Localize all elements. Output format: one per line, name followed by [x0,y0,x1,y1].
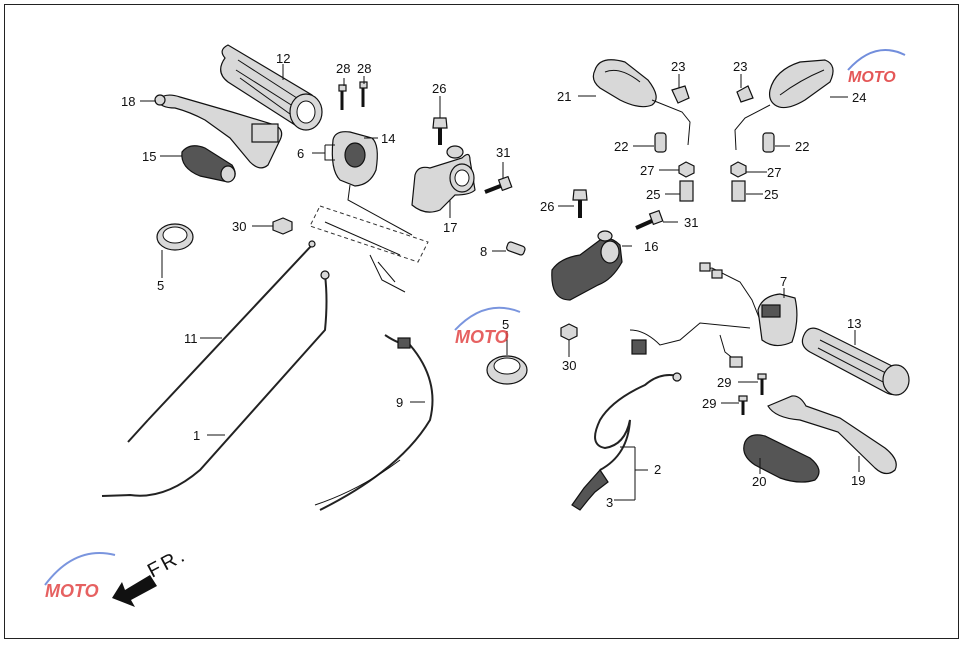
nuts-27 [678,161,747,178]
adapters-25 [679,180,746,202]
watermark-logo-bottom-left: MOTO [44,552,116,601]
clutch-lever [154,94,283,169]
callout-8: 8 [480,244,487,259]
callout-31-left: 31 [496,145,510,160]
callout-13: 13 [847,316,861,331]
mirror-left [592,59,691,146]
callout-20: 20 [752,474,766,489]
callout-25-right: 25 [764,187,778,202]
callout-24: 24 [852,90,866,105]
bolt-26-left [432,117,448,145]
watermark-text-1: MOTO [848,69,896,86]
callout-25-left: 25 [646,187,660,202]
callout-9: 9 [396,395,403,410]
callout-23-right: 23 [733,59,747,74]
diagram-frame [4,4,959,639]
callout-6: 6 [297,146,304,161]
cable-1 [101,270,330,497]
hose-clamp-middle [486,355,528,385]
watermark-text-2: MOTO [455,327,509,347]
mirror-right [734,59,834,151]
watermark-logo-middle: MOTO [454,306,521,347]
callout-5-middle: 5 [502,317,509,332]
callout-30-middle: 30 [562,358,576,373]
cable-9 [314,334,434,511]
callout-2: 2 [654,462,661,477]
callout-27-right: 27 [767,165,781,180]
lever-cover [181,145,236,183]
sleeves-22 [654,132,775,153]
callout-3: 3 [606,495,613,510]
callout-23-left: 23 [671,59,685,74]
callout-5-left: 5 [157,278,164,293]
master-cylinder-right [551,230,623,301]
fitting-8 [506,241,526,256]
lever-cover-right [743,434,820,483]
callout-28-a: 28 [336,61,350,76]
callout-28-b: 28 [357,61,371,76]
leader-lines [140,64,860,474]
callout-29-a: 29 [717,375,731,390]
right-grip [801,327,910,396]
callout-1: 1 [193,428,200,443]
nut-middle [560,323,578,341]
watermark-logo-top-right: MOTO [847,49,906,86]
callout-12: 12 [276,51,290,66]
bolt-31-left [484,175,513,194]
screws-28 [338,81,368,110]
callout-26-left: 26 [432,81,446,96]
front-label: FR. [144,544,191,583]
bolt-31-right [635,209,664,230]
watermark-text-3: MOTO [45,581,99,601]
harness-dashed-box [309,205,429,263]
screws-29 [738,373,767,415]
brake-lever [767,395,897,475]
nut-left [272,217,293,235]
wiring-harness-right [629,262,761,368]
callout-22-left: 22 [614,139,628,154]
callout-31-right: 31 [684,215,698,230]
callout-14: 14 [381,131,395,146]
callout-15: 15 [142,149,156,164]
callout-29-b: 29 [702,396,716,411]
callout-30-left: 30 [232,219,246,234]
front-direction-indicator: FR. [112,544,191,607]
callout-27-left: 27 [640,163,654,178]
callout-22-right: 22 [795,139,809,154]
callout-7: 7 [780,274,787,289]
front-arrow-icon [112,575,157,607]
master-cylinder-left [411,145,476,213]
switch-housing-left [331,131,413,236]
throttle-cable [571,372,682,511]
callout-18: 18 [121,94,135,109]
callout-labels: 12 18 15 5 30 28 28 6 14 26 17 31 11 1 9… [121,51,866,510]
callout-16: 16 [644,239,658,254]
cable-11 [127,240,316,443]
hose-clamp-left [156,223,194,251]
callout-26-right: 26 [540,199,554,214]
caps-23 [671,85,754,104]
callout-11: 11 [184,331,198,346]
left-grip [220,44,323,131]
bolt-26-right [572,189,588,218]
callout-17: 17 [443,220,457,235]
callout-21: 21 [557,89,571,104]
switch-housing-right [757,293,798,347]
callout-19: 19 [851,473,865,488]
